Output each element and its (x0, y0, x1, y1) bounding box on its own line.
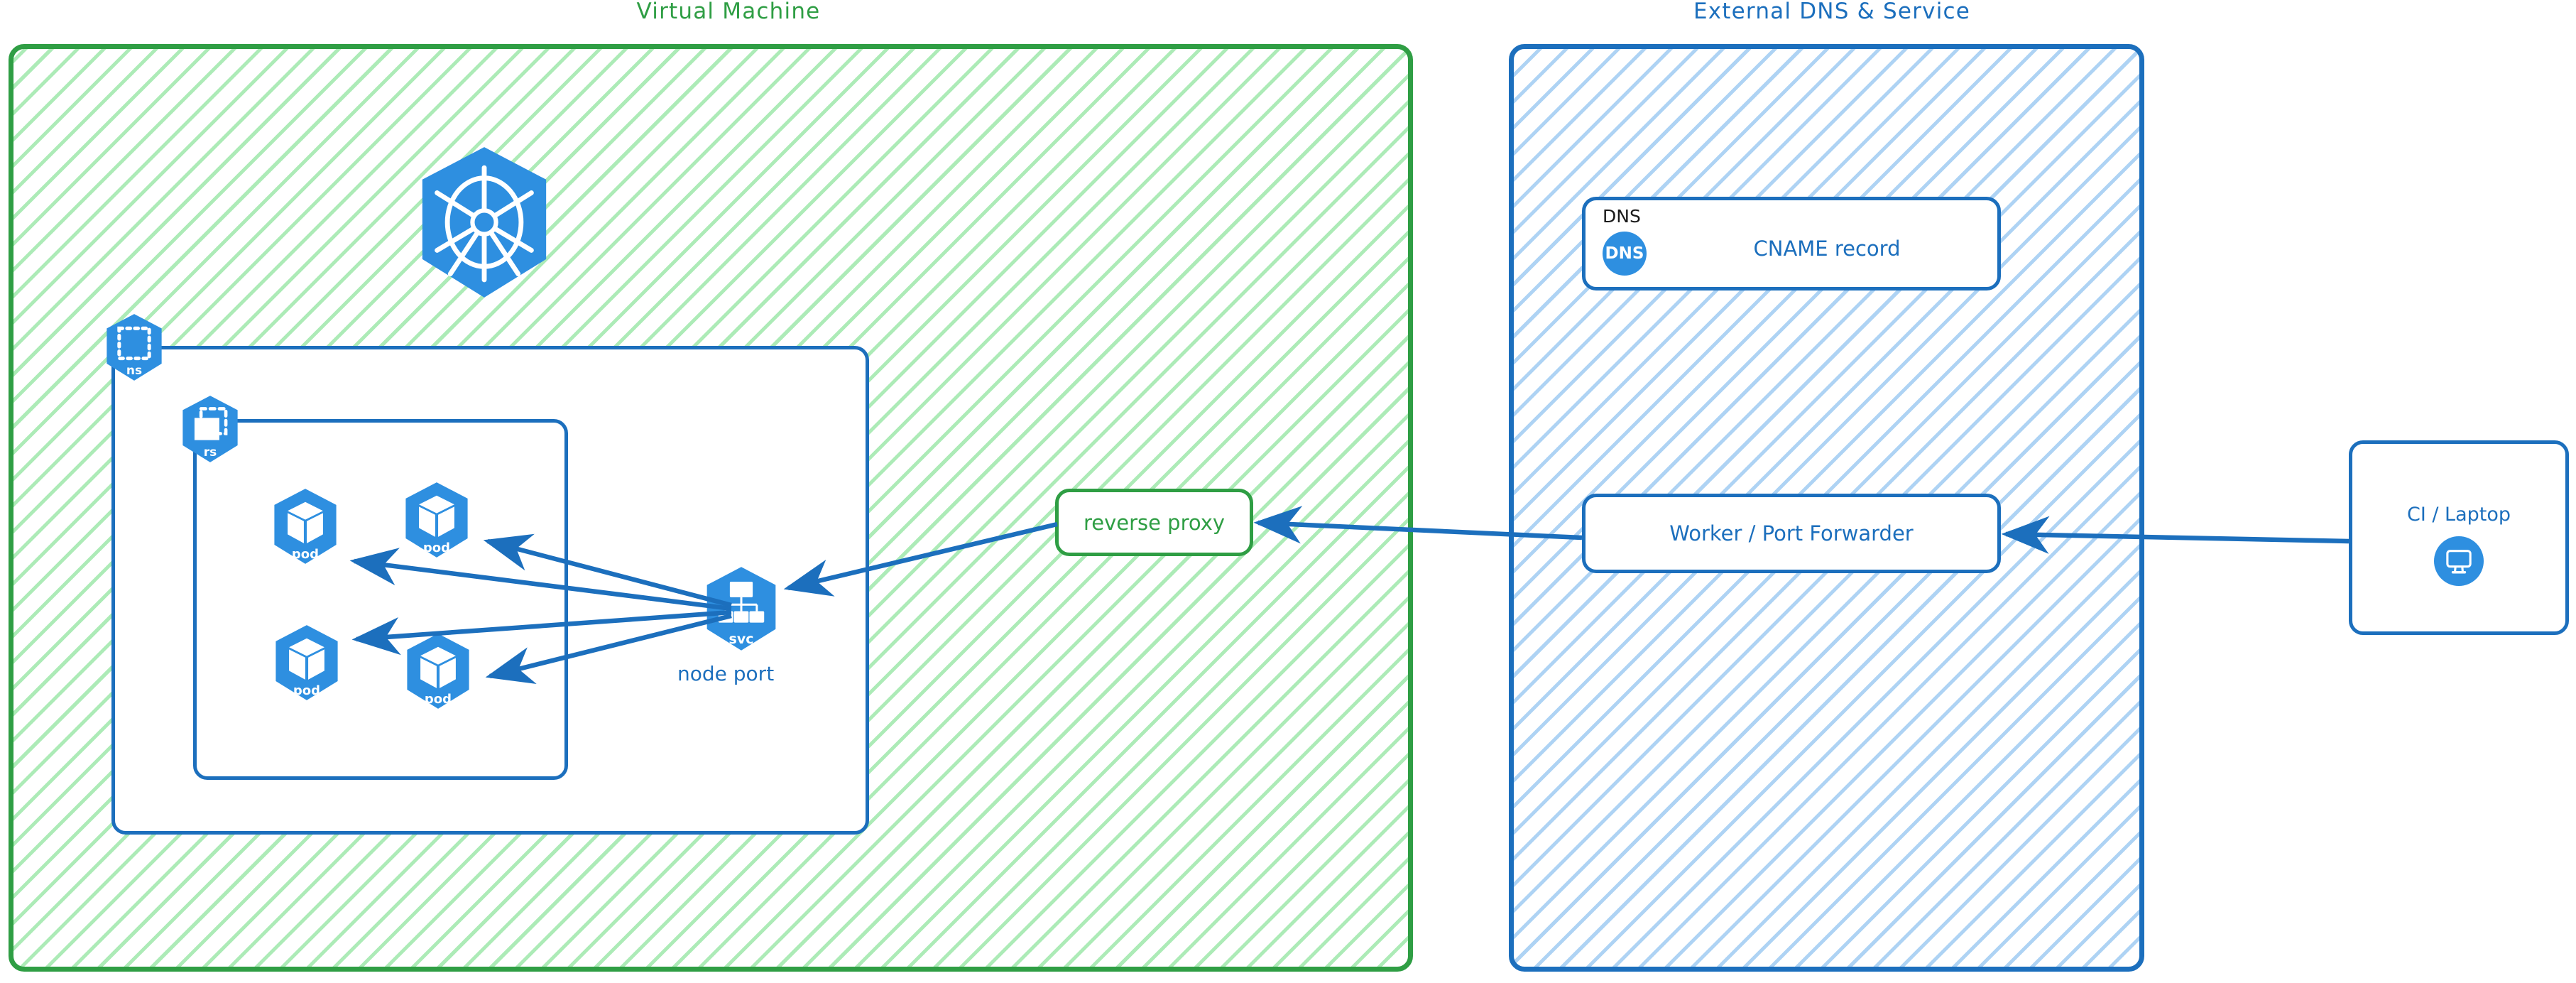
worker-port-forwarder-box[interactable]: Worker / Port Forwarder (1582, 494, 2001, 573)
reverse-proxy-box[interactable]: reverse proxy (1055, 489, 1253, 556)
node-port-label: node port (677, 662, 775, 685)
namespace-badge: ns (102, 313, 167, 382)
pod-node-3: pod (270, 624, 344, 702)
dns-card[interactable]: DNS DNS CNAME record (1582, 197, 2001, 290)
ci-laptop-box[interactable]: CI / Laptop (2349, 440, 2569, 635)
zone-title-external-dns-service: External DNS & Service (1693, 0, 1971, 24)
replicaset-badge: rs (178, 394, 243, 464)
pod-node-4: pod (401, 632, 475, 710)
pod-node-2: pod (400, 481, 474, 559)
replicaset-container (193, 419, 568, 780)
dns-kind-label: DNS (1603, 206, 1641, 227)
reverse-proxy-label: reverse proxy (1083, 510, 1226, 535)
service-node: svc (700, 565, 782, 652)
ci-laptop-label: CI / Laptop (2406, 504, 2511, 526)
zone-title-virtual-machine: Virtual Machine (636, 0, 821, 24)
dns-badge-icon: DNS (1603, 232, 1647, 276)
kubernetes-logo-icon (410, 144, 558, 300)
desktop-monitor-icon (2434, 536, 2484, 586)
cname-record-label: CNAME record (1753, 237, 1901, 261)
pod-node-1: pod (268, 487, 342, 565)
worker-port-forwarder-label: Worker / Port Forwarder (1669, 521, 1914, 545)
